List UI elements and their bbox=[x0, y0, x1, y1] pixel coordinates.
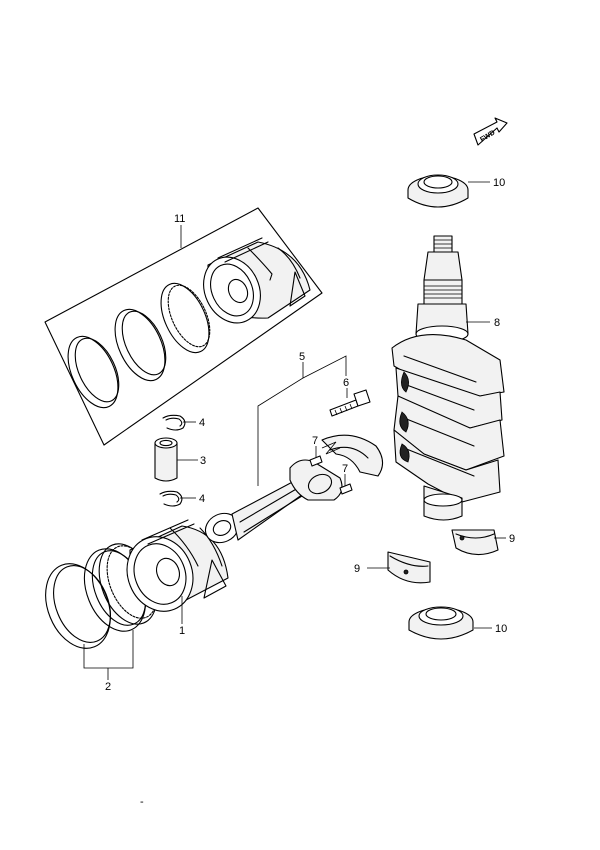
piston-pin bbox=[154, 437, 178, 482]
callout-4-lower: 4 bbox=[199, 493, 205, 505]
callout-labels: 11 10 8 5 6 7 7 4 3 4 9 9 1 10 2 bbox=[105, 177, 515, 693]
callout-10-upper: 10 bbox=[493, 177, 505, 189]
callout-6: 6 bbox=[343, 377, 349, 389]
oil-seal-lower bbox=[408, 606, 474, 640]
callout-1: 1 bbox=[179, 625, 185, 637]
connecting-rod bbox=[204, 389, 384, 544]
callout-11: 11 bbox=[174, 213, 185, 225]
piston bbox=[126, 519, 229, 612]
callout-5: 5 bbox=[299, 351, 305, 363]
piston-pin-clip-lower bbox=[159, 490, 183, 507]
leader-lines bbox=[83, 181, 506, 680]
callout-9-left: 9 bbox=[354, 563, 360, 575]
bearing-left bbox=[387, 551, 431, 584]
piston-pin-clip-upper bbox=[162, 414, 186, 431]
piston-rings bbox=[45, 543, 158, 649]
oil-seal-upper bbox=[407, 174, 469, 208]
callout-9-right: 9 bbox=[509, 533, 515, 545]
piston-in-box bbox=[203, 237, 311, 324]
piston-ring-set-in-box bbox=[67, 282, 211, 409]
fwd-arrow: FWD bbox=[473, 117, 508, 146]
callout-10-lower: 10 bbox=[495, 623, 507, 635]
callout-2: 2 bbox=[105, 681, 111, 693]
callout-7-lower: 7 bbox=[342, 463, 348, 475]
callout-7-upper: 7 bbox=[312, 435, 318, 447]
crankshaft bbox=[391, 235, 505, 521]
callout-4-upper: 4 bbox=[199, 417, 205, 429]
piston-set-box bbox=[44, 207, 323, 446]
callout-8: 8 bbox=[494, 317, 500, 329]
bearing-right bbox=[451, 529, 499, 556]
callout-3: 3 bbox=[200, 455, 206, 467]
footer-mark: - bbox=[140, 796, 144, 808]
